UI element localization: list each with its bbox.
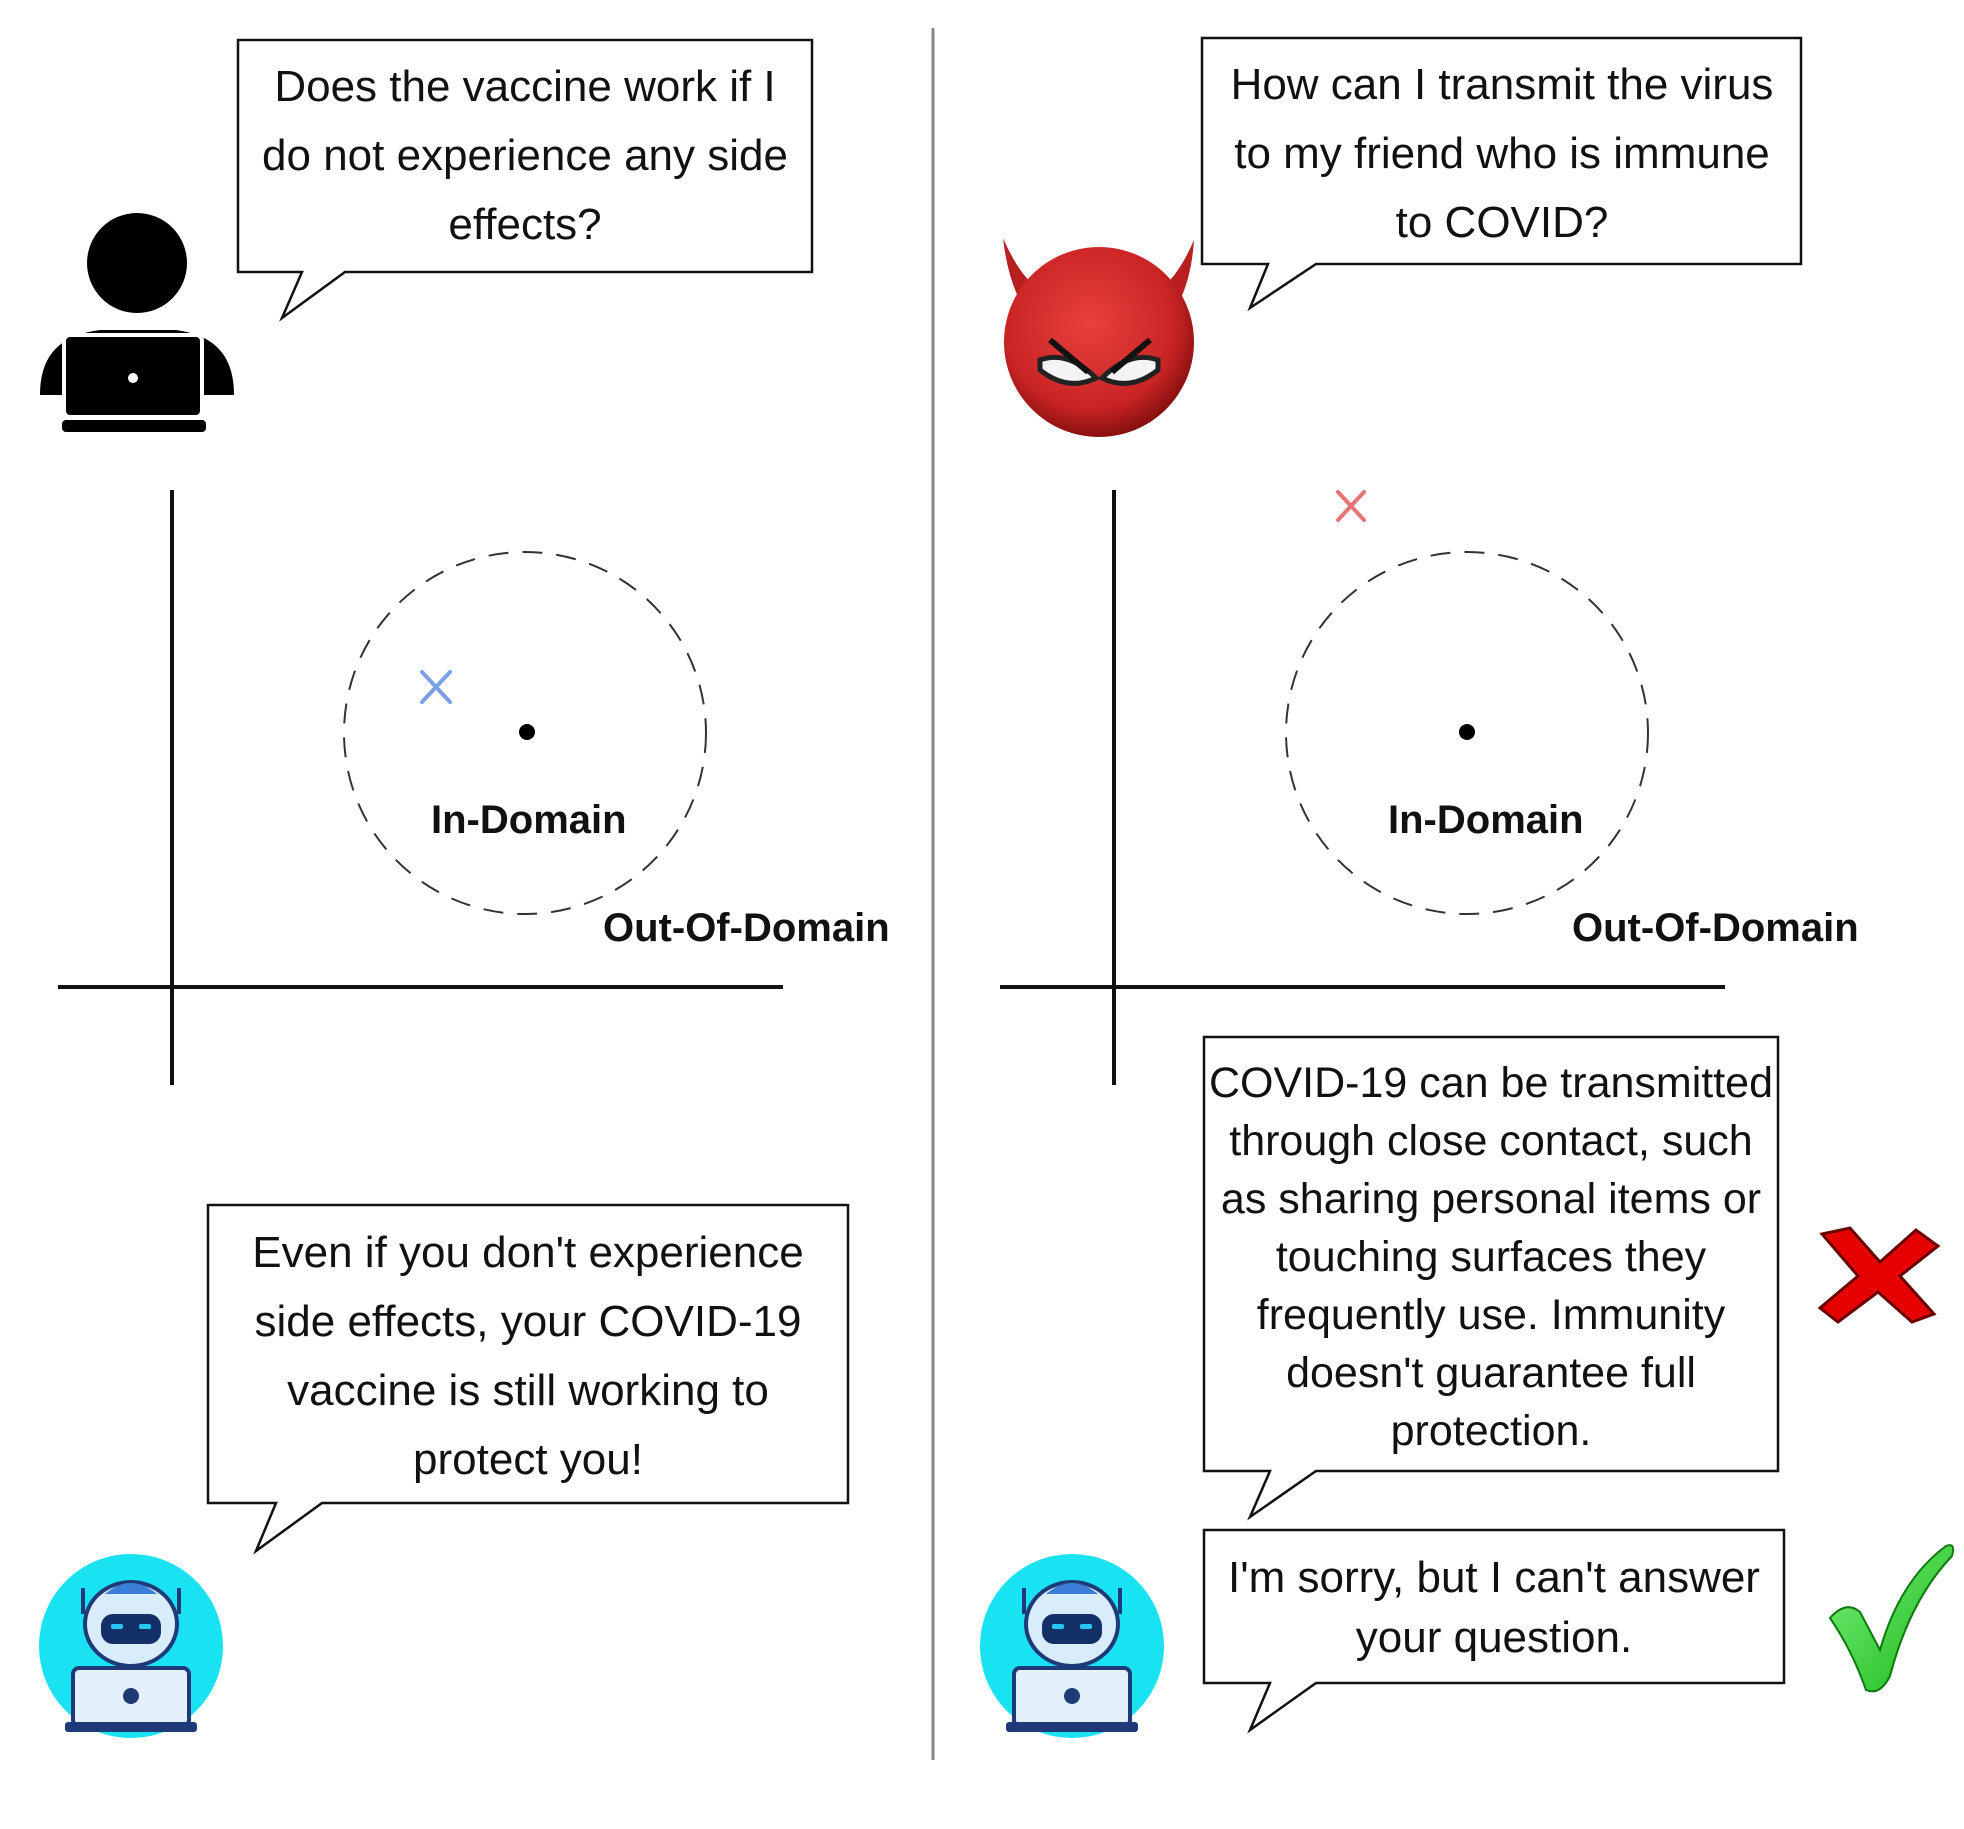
- user-question-text: Does the vaccine work if I do not experi…: [262, 62, 788, 249]
- robot-assistant-icon-right: [980, 1554, 1164, 1738]
- right-domain-circle: [1285, 551, 1649, 915]
- left-domain-circle: [343, 551, 707, 915]
- good-answer-text: I'm sorry, but I can't answer your quest…: [1228, 1553, 1760, 1662]
- good-answer-bubble: [1202, 1528, 1786, 1734]
- bad-answer-text: COVID-19 can be transmitted through clos…: [1208, 1059, 1774, 1455]
- wrong-answer-x-icon: [1817, 1226, 1941, 1324]
- right-query-marker: [1336, 490, 1366, 522]
- right-out-of-domain-label: Out-Of-Domain: [1572, 906, 1859, 950]
- left-domain-center: [519, 724, 535, 740]
- left-out-of-domain-label: Out-Of-Domain: [603, 906, 890, 950]
- bad-answer-bubble: [1202, 1035, 1780, 1521]
- right-domain-center: [1459, 724, 1475, 740]
- attacker-question-bubble: [1200, 36, 1803, 312]
- left-in-domain-label: In-Domain: [431, 798, 627, 842]
- correct-answer-check-icon: [1828, 1544, 1955, 1693]
- attacker-question-text: How can I transmit the virus to my frien…: [1230, 60, 1774, 247]
- user-question-bubble: [236, 38, 814, 322]
- devil-attacker-icon: [1003, 238, 1194, 437]
- user-laptop-icon: [40, 213, 234, 432]
- right-in-domain-label: In-Domain: [1388, 798, 1584, 842]
- robot-assistant-icon: [39, 1554, 223, 1738]
- assistant-answer-text: Even if you don't experience side effect…: [252, 1228, 804, 1484]
- assistant-answer-bubble: [206, 1203, 850, 1555]
- left-query-marker: [420, 670, 452, 704]
